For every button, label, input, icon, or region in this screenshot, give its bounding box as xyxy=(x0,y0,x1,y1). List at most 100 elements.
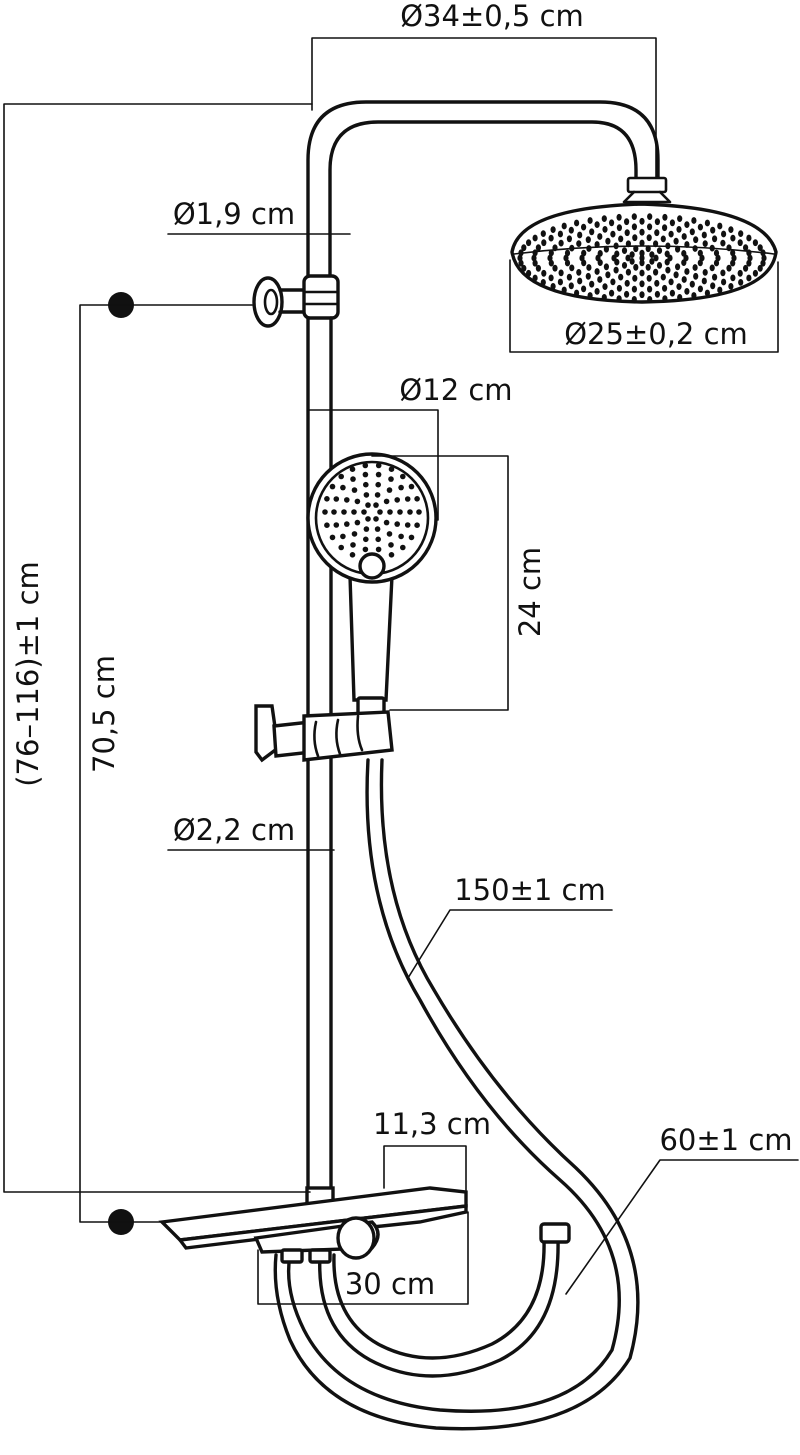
head-nozzle xyxy=(677,215,683,223)
dimension-lines xyxy=(3,37,799,1305)
head-nozzle xyxy=(639,269,645,277)
head-nozzle xyxy=(639,217,645,225)
overhead-arm-outer xyxy=(306,100,660,302)
head-nozzle xyxy=(730,249,736,257)
hand-nozzle xyxy=(373,502,379,508)
head-nozzle xyxy=(585,236,591,244)
head-nozzle xyxy=(589,228,595,236)
hand-nozzle xyxy=(416,509,422,515)
head-nozzle xyxy=(702,269,708,276)
head-nozzle xyxy=(662,213,668,221)
slider-holder-body xyxy=(302,710,394,762)
head-nozzle xyxy=(654,279,660,287)
head-nozzle xyxy=(691,217,697,224)
head-nozzle xyxy=(743,264,749,272)
head-nozzle xyxy=(757,244,763,252)
head-nozzle xyxy=(654,218,661,226)
head-nozzle xyxy=(613,242,619,250)
head-nozzle xyxy=(677,294,683,301)
head-nozzle xyxy=(601,294,607,301)
head-nozzle xyxy=(713,259,720,267)
upper-wall-bracket-plate xyxy=(252,276,284,328)
hand-nozzle xyxy=(351,509,357,515)
head-nozzle xyxy=(710,226,716,234)
head-nozzle xyxy=(517,254,523,262)
head-nozzle xyxy=(639,291,645,299)
head-nozzle xyxy=(697,259,703,267)
head-nozzle xyxy=(689,280,695,288)
head-nozzle xyxy=(605,237,611,245)
head-nozzle xyxy=(760,249,766,257)
shelf-top xyxy=(158,1186,468,1242)
head-nozzle xyxy=(676,226,682,233)
head-nozzle xyxy=(737,269,743,277)
head-nozzle xyxy=(728,226,734,234)
pipe-joint xyxy=(302,274,340,320)
head-nozzle xyxy=(532,249,538,257)
head-nozzle xyxy=(518,259,524,267)
head-nozzle xyxy=(629,258,635,265)
connection-hose-fitting xyxy=(539,1222,571,1244)
hand-nozzle xyxy=(375,481,382,488)
head-nozzle xyxy=(521,244,527,252)
head-nozzle xyxy=(728,283,734,290)
head-nozzle xyxy=(639,249,645,257)
hand-nozzle xyxy=(408,534,415,541)
head-nozzle xyxy=(730,259,736,267)
head-nozzle xyxy=(597,250,603,257)
head-nozzle xyxy=(535,264,542,272)
label-total-height: (76–116)±1 cm xyxy=(11,561,45,787)
hand-nozzle xyxy=(404,522,411,528)
head-nozzle xyxy=(569,264,575,272)
hand-nozzle xyxy=(374,526,381,532)
head-nozzle xyxy=(589,280,595,288)
head-nozzle xyxy=(697,285,704,293)
head-nozzle xyxy=(673,237,679,245)
head-nozzle xyxy=(639,254,645,262)
head-nozzle xyxy=(684,268,690,275)
head-nozzle xyxy=(577,231,583,239)
upper-wall-bracket-arm xyxy=(278,288,308,314)
head-nozzle xyxy=(614,250,620,258)
head-nozzle xyxy=(710,282,716,290)
hand-nozzle xyxy=(349,466,356,473)
head-nozzle xyxy=(603,245,610,253)
hand-nozzle xyxy=(324,496,330,502)
head-nozzle xyxy=(684,288,690,295)
head-nozzle xyxy=(531,254,537,262)
head-nozzle xyxy=(691,292,697,299)
dim-line-shelf-depth xyxy=(383,1145,467,1191)
label-shelf-width: 30 cm xyxy=(345,1267,435,1301)
head-nozzle xyxy=(738,279,744,286)
hand-nozzle xyxy=(344,521,350,527)
label-hand-shower: Ø12 cm xyxy=(399,373,512,407)
head-nozzle xyxy=(702,240,708,248)
head-nozzle xyxy=(541,239,547,247)
hand-nozzle xyxy=(373,516,379,522)
head-nozzle xyxy=(746,234,752,242)
head-nozzle xyxy=(760,259,766,267)
head-nozzle xyxy=(574,219,580,227)
head-nozzle xyxy=(676,283,682,290)
hose-inner xyxy=(273,758,640,1431)
head-nozzle xyxy=(616,284,623,292)
head-nozzle xyxy=(585,272,591,280)
head-nozzle xyxy=(526,239,532,247)
head-nozzle xyxy=(548,274,554,282)
head-nozzle xyxy=(673,271,679,279)
head-nozzle xyxy=(633,245,639,253)
head-nozzle xyxy=(662,224,668,232)
head-nozzle xyxy=(632,234,638,242)
head-nozzle xyxy=(761,254,767,262)
head-nozzle xyxy=(743,244,749,252)
dim-line-bracket-distance xyxy=(79,304,253,1223)
hand-nozzle xyxy=(363,536,369,543)
head-nozzle xyxy=(550,226,556,234)
head-nozzle xyxy=(653,240,659,248)
head-nozzle xyxy=(610,278,616,286)
dim-line-hand-length xyxy=(371,455,509,711)
head-nozzle xyxy=(664,250,670,258)
label-connection-hose: 60±1 cm xyxy=(659,1123,792,1157)
hand-nozzle xyxy=(363,492,370,498)
hand-nozzle xyxy=(365,516,371,522)
